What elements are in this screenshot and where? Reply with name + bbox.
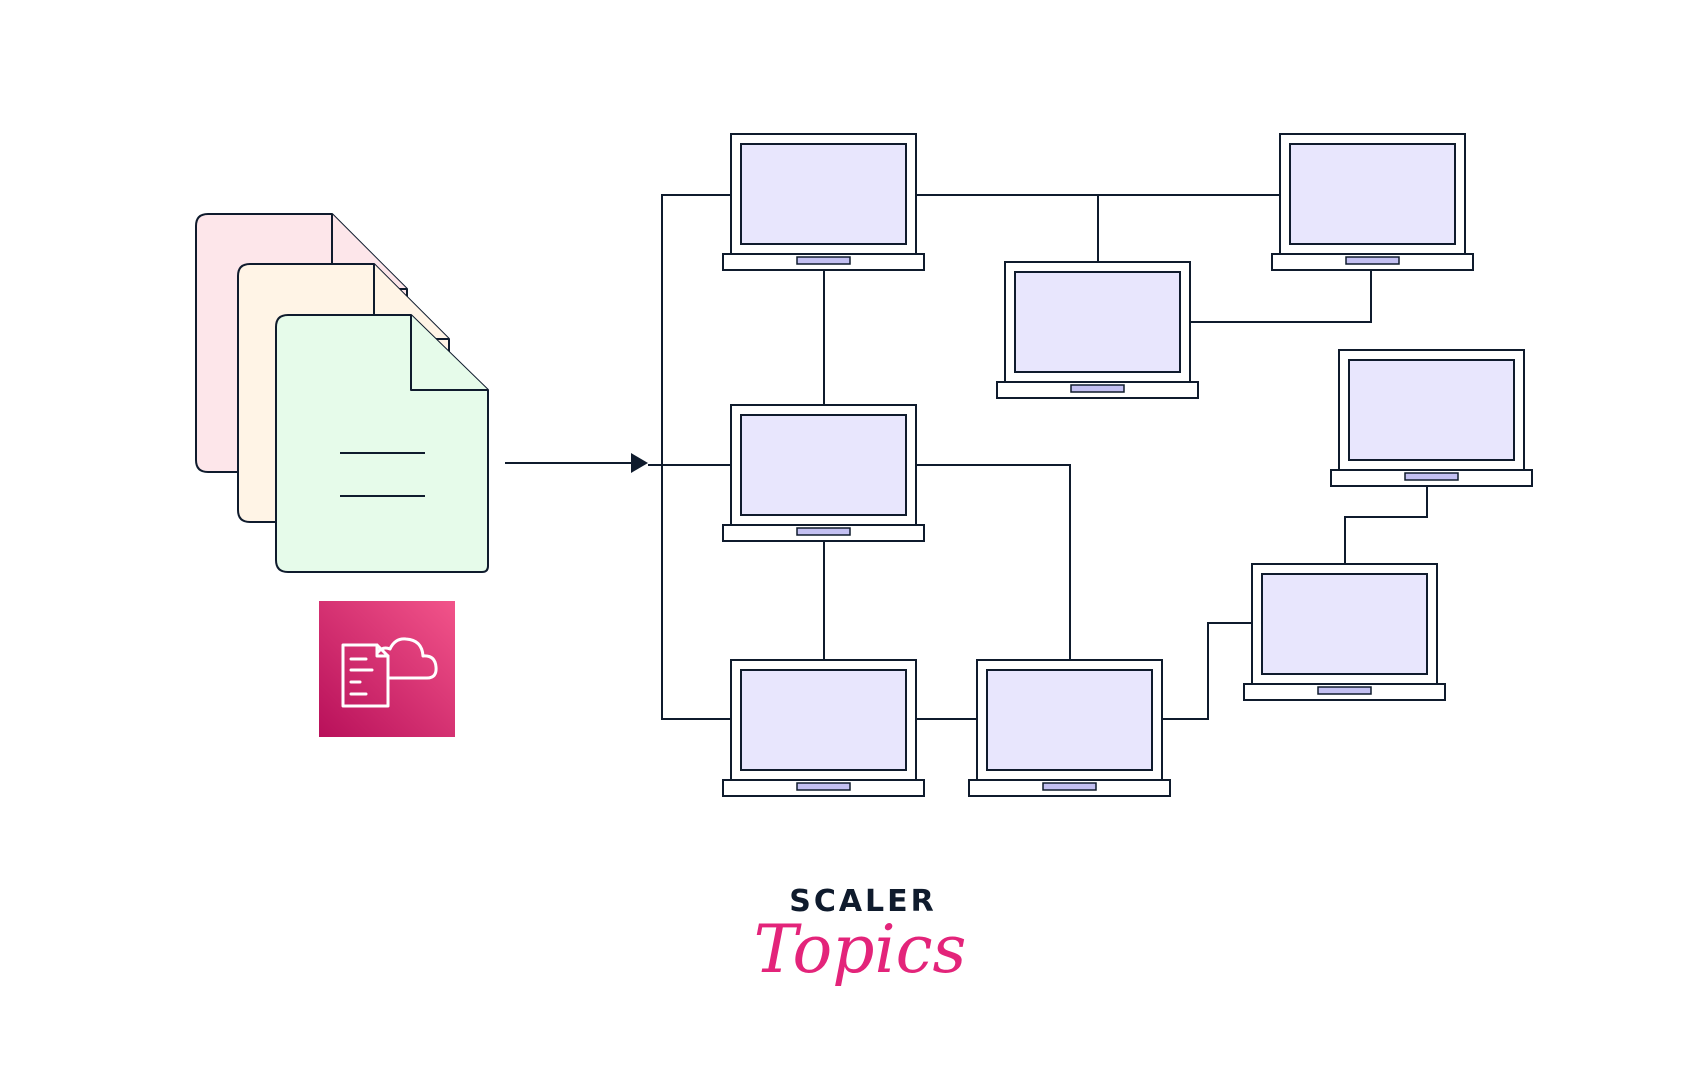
laptop-icon xyxy=(1243,563,1446,701)
network-link xyxy=(1190,271,1372,323)
distribution-arrow xyxy=(505,453,648,473)
document-front xyxy=(275,314,489,573)
stacked-documents-icon xyxy=(195,213,489,573)
network-nodes xyxy=(722,133,1533,797)
network-link xyxy=(1344,486,1428,564)
brand-topics-text: Topics xyxy=(754,911,967,988)
laptop-icon xyxy=(722,404,925,542)
laptop-icon xyxy=(1330,349,1533,487)
laptop-icon xyxy=(996,261,1199,399)
laptop-icon xyxy=(968,659,1171,797)
network-link xyxy=(1162,622,1252,720)
scaler-topics-logo: SCALER Topics xyxy=(754,884,967,988)
laptop-icon xyxy=(722,659,925,797)
network-link xyxy=(916,464,1071,660)
laptop-icon xyxy=(722,133,925,271)
brand-scaler-text: SCALER xyxy=(789,884,937,919)
laptop-icon xyxy=(1271,133,1474,271)
document-front-fold xyxy=(410,315,488,391)
network-link xyxy=(661,194,731,720)
network-links xyxy=(648,194,1428,720)
aws-cloud-document-service-icon xyxy=(319,601,455,737)
